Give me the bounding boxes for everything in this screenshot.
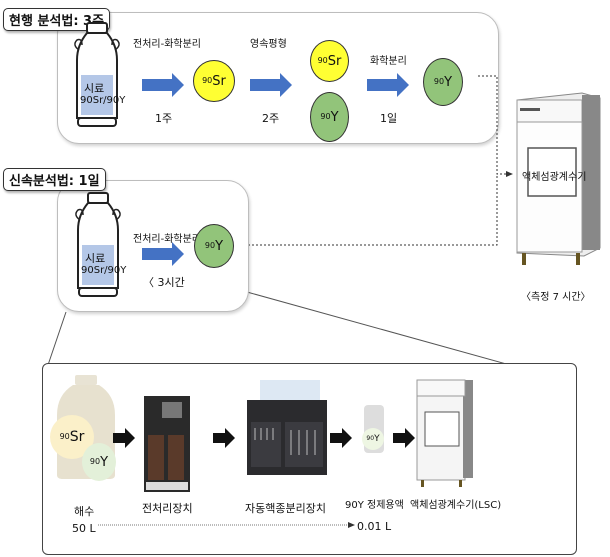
- step2-label: 영속평형: [250, 39, 287, 50]
- step3-duration: 1일: [380, 112, 398, 125]
- arrow-right-icon: [250, 73, 292, 97]
- step3-label: 화학분리: [370, 56, 407, 67]
- arrow-right-icon: [367, 73, 409, 97]
- lsc-small-label: 액체섬광계수기(LSC): [410, 500, 502, 511]
- arrow-right-icon: [213, 428, 235, 448]
- step1-duration: 1주: [155, 112, 173, 125]
- arrow-right-icon: [330, 428, 352, 448]
- measurement-time: 〈측정 7 시간〉: [521, 292, 591, 303]
- seawater-volume: 50 L: [72, 522, 96, 535]
- purified-solution-label: 90Y 정제용액: [345, 500, 404, 511]
- rapid-step-duration: 〈 3시간: [143, 276, 185, 289]
- arrow-right-icon: [142, 242, 184, 266]
- sample-can-icon: [75, 192, 121, 297]
- sample-isotope: 90Sr/90Y: [80, 95, 126, 106]
- lsc-counter-icon: [516, 92, 601, 265]
- arrow-right-icon: [113, 428, 135, 448]
- purified-volume: 0.01 L: [357, 520, 392, 533]
- seawater-label: 해수: [74, 505, 95, 518]
- pretreatment-label: 전처리장치: [142, 502, 193, 515]
- sample-label: 시료: [85, 252, 106, 265]
- sample-isotope: 90Sr/90Y: [81, 265, 127, 276]
- sample-can-icon: [74, 22, 120, 127]
- arrow-right-icon: [142, 73, 184, 97]
- pretreatment-device-icon: [144, 396, 190, 492]
- step2-duration: 2주: [262, 112, 280, 125]
- current-method-title: 현행 분석법: 3주: [3, 8, 111, 31]
- volume-dotted-line: [98, 522, 355, 528]
- arrow-right-icon: [393, 428, 415, 448]
- auto-separator-icon: [247, 380, 327, 475]
- rapid-step-label: 전처리-화학분리: [133, 234, 202, 245]
- rapid-method-title: 신속분석법: 1일: [3, 168, 106, 191]
- lsc-small-icon: [416, 379, 473, 487]
- step1-label: 전처리-화학분리: [133, 39, 202, 50]
- lsc-counter-label: 액체섬광계수기: [522, 172, 587, 183]
- auto-separator-label: 자동핵종분리장치: [245, 502, 326, 515]
- sample-label: 시료: [84, 82, 105, 95]
